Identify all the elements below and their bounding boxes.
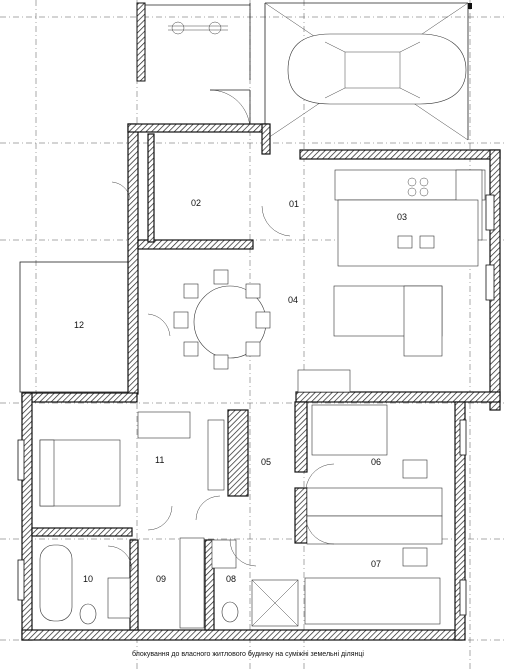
- walls-upper: [127, 123, 501, 411]
- room-label-11: 11: [155, 455, 164, 465]
- room-label-06: 06: [371, 457, 381, 467]
- room-label-05: 05: [261, 457, 271, 467]
- living-furniture: [173, 269, 443, 393]
- room-labels: 01 02 03 04 05 06 07 08 09 10 11 12: [74, 198, 407, 584]
- room-label-10: 10: [83, 574, 93, 584]
- bathroom-fixtures: [39, 537, 299, 629]
- walls-lower: [17, 392, 467, 641]
- bicycle-icon: [168, 21, 228, 35]
- room-label-09: 09: [156, 574, 166, 584]
- footer-note: блокування до власного житлового будинку…: [132, 650, 364, 658]
- room-label-04: 04: [288, 295, 298, 305]
- doors: [107, 181, 335, 571]
- room-label-08: 08: [226, 574, 236, 584]
- room-label-07: 07: [371, 559, 381, 569]
- room-label-01: 01: [289, 199, 299, 209]
- room-label-03: 03: [397, 212, 407, 222]
- room-label-12: 12: [74, 320, 84, 330]
- kitchen-furniture: [334, 169, 486, 267]
- carport: [136, 2, 472, 141]
- room-label-02: 02: [191, 198, 201, 208]
- bedroom-furniture: [39, 404, 443, 625]
- car-icon: [287, 33, 467, 105]
